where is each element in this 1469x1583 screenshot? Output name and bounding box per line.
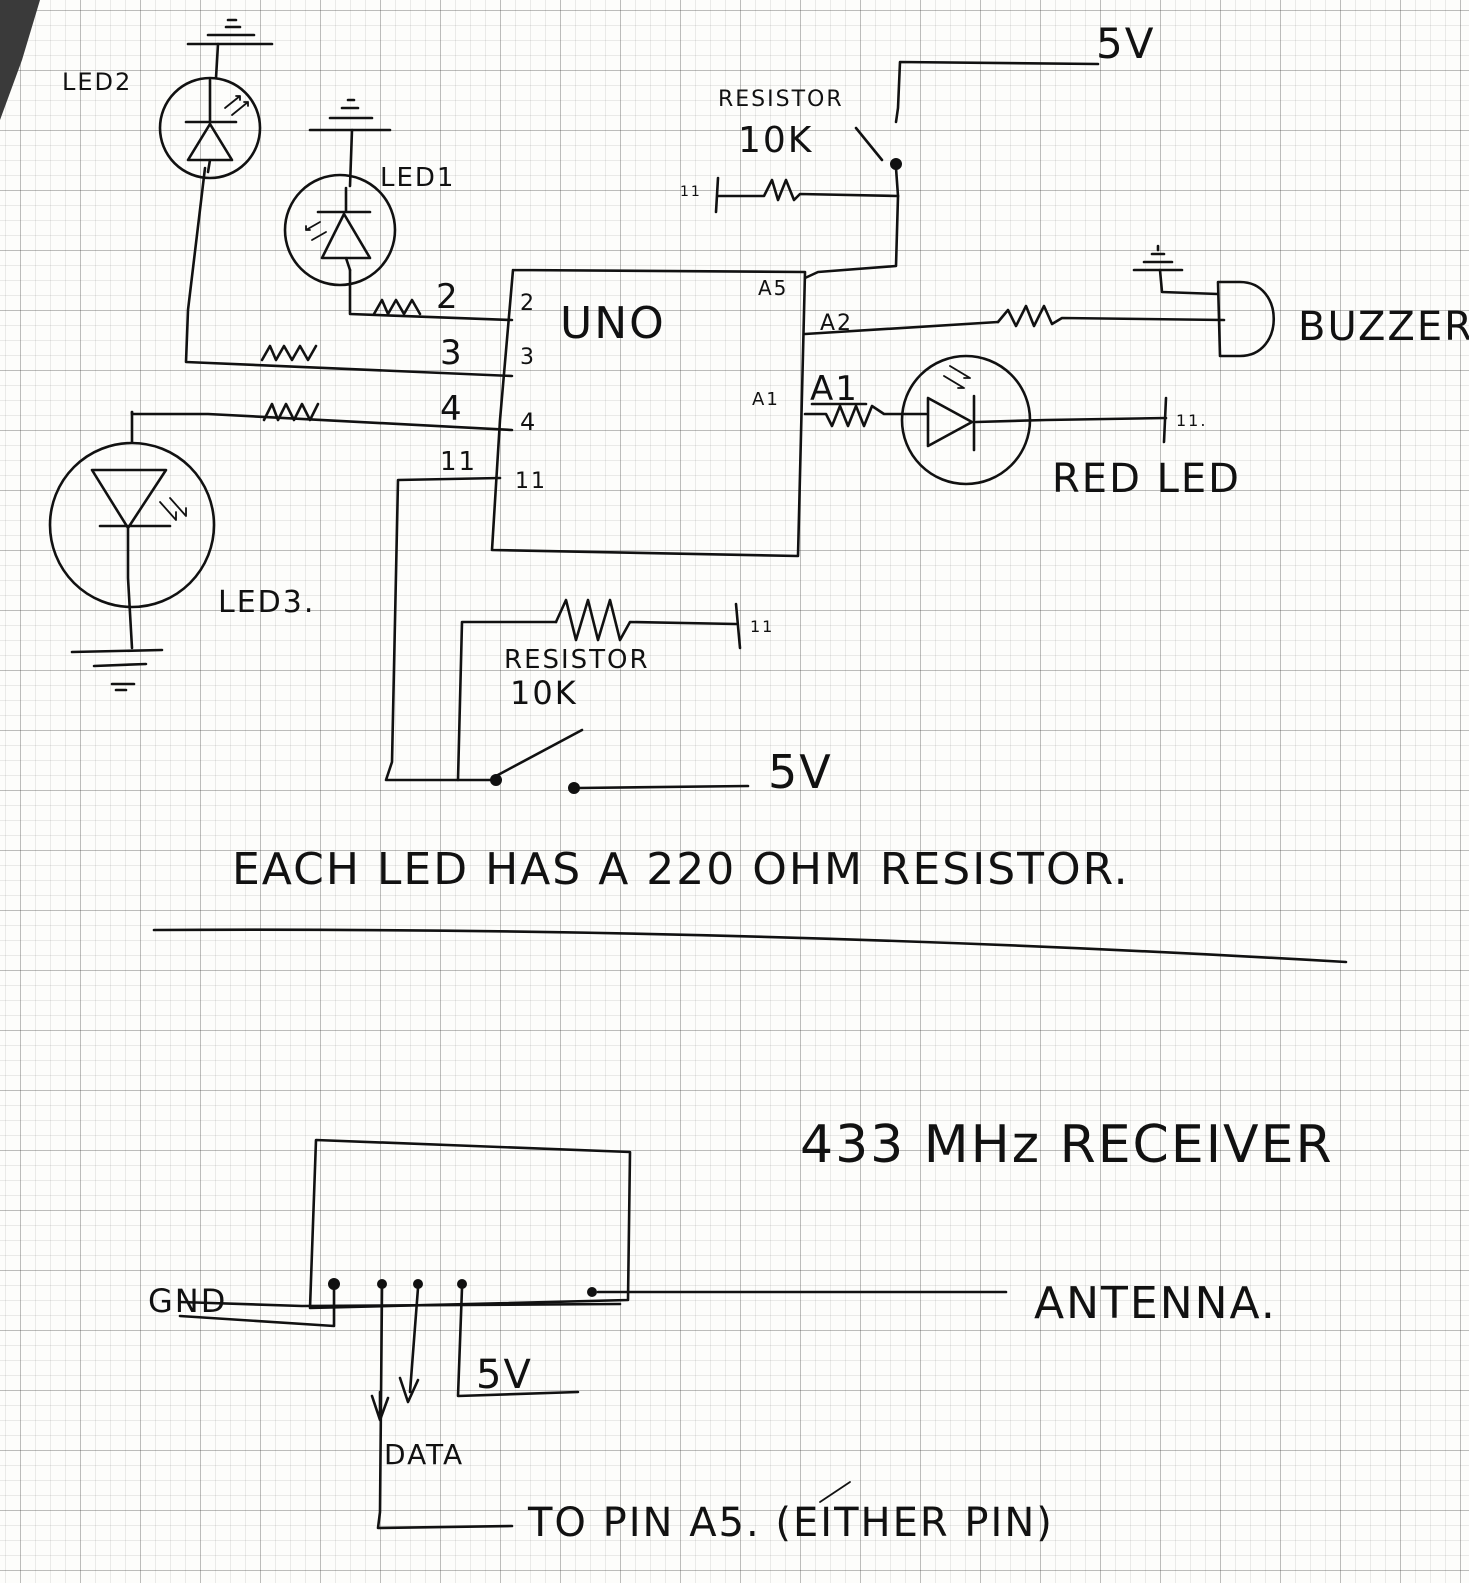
- uno-label: UNO: [560, 298, 666, 349]
- resistor-note-text: EACH LED HAS A 220 OHM RESISTOR.: [232, 844, 1130, 895]
- pin-a5-label: A5: [758, 276, 788, 300]
- buzzer-circuit: A2 BUZZER: [803, 244, 1469, 358]
- to-pin-label: TO PIN A5. (EITHER PIN): [527, 1500, 1054, 1546]
- red-led-label: RED LED: [1052, 456, 1241, 502]
- led1-component: LED1 2: [283, 98, 514, 322]
- resistor-bottom-label: RESISTOR: [504, 645, 650, 675]
- resistor-note: EACH LED HAS A 220 OHM RESISTOR.: [152, 844, 1348, 964]
- a5-pullup-circuit: RESISTOR 10K 5V 11: [680, 19, 1155, 280]
- led1-label: LED1: [380, 163, 455, 193]
- ground-mark-a5: 11: [680, 184, 702, 200]
- pin-3-inner-label: 3: [520, 345, 536, 370]
- pin-11-outer-label: 11: [440, 447, 477, 477]
- uno-board: UNO 2 3 4 11 A5 A1: [490, 268, 807, 558]
- pin-4-outer-label: 4: [440, 389, 464, 429]
- buzzer-label: BUZZER: [1298, 304, 1469, 350]
- five-v-receiver-label: 5V: [476, 1352, 533, 1398]
- pin-11-inner-label: 11: [515, 469, 547, 494]
- pin-4-inner-label: 4: [520, 408, 537, 436]
- pin11-switch-circuit: 11 11 RESISTOR 10K 5V: [384, 447, 833, 799]
- red-led-circuit: A1 11. RED LED: [803, 354, 1241, 502]
- resistor-bottom-value: 10K: [510, 674, 578, 712]
- receiver-module: 433 MHz RECEIVER 5V GND ANTENNA. DATA TO…: [148, 1115, 1334, 1546]
- pin-2-inner-label: 2: [520, 291, 536, 316]
- pin-a1-outer-label: A1: [810, 369, 859, 409]
- data-label: DATA: [384, 1438, 464, 1471]
- antenna-label: ANTENNA.: [1034, 1278, 1277, 1329]
- led3-label: LED3.: [218, 585, 315, 620]
- ground-mark-red-led: 11.: [1176, 411, 1207, 430]
- five-v-top-label: 5V: [1096, 19, 1155, 68]
- led3-component: 4 LED3.: [48, 389, 514, 692]
- ground-mark-11: 11: [750, 617, 774, 636]
- resistor-top-value: 10K: [738, 120, 813, 161]
- pin-2-outer-label: 2: [436, 277, 460, 317]
- receiver-title: 433 MHz RECEIVER: [800, 1115, 1334, 1175]
- pin-a1-inner-label: A1: [752, 389, 780, 410]
- five-v-switch-label: 5V: [768, 745, 833, 799]
- pin-3-outer-label: 3: [440, 333, 464, 373]
- gnd-label: GND: [148, 1282, 227, 1320]
- led2-label: LED2: [62, 68, 132, 96]
- page-edge-shadow: [0, 0, 40, 120]
- led2-component: LED2 3: [62, 18, 514, 378]
- resistor-top-label: RESISTOR: [718, 87, 844, 112]
